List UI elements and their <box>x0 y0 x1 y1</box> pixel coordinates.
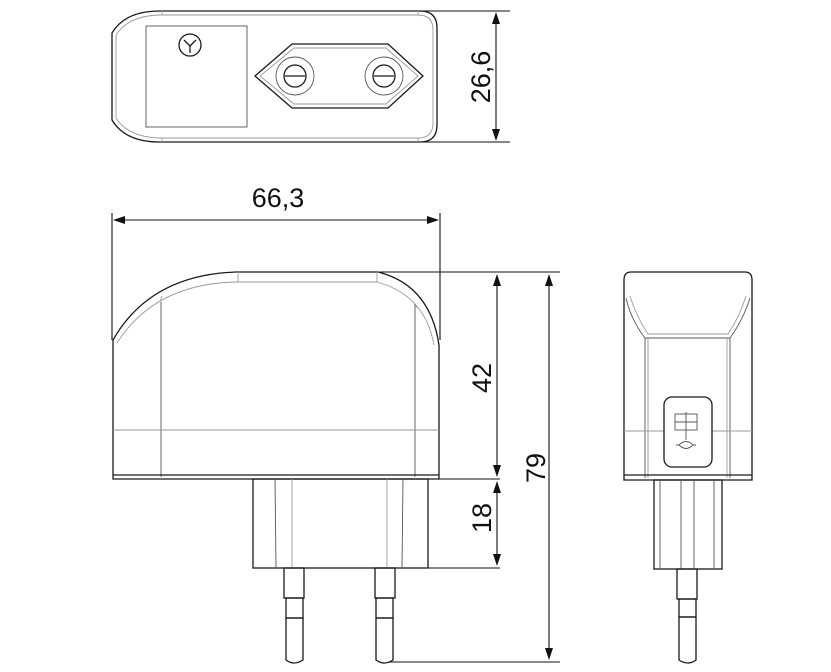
pin-hole-left <box>275 56 315 96</box>
ground-symbol-icon <box>178 33 202 57</box>
polarity-symbol-icon <box>663 396 713 468</box>
dimension-depth-label: 26,6 <box>466 51 496 104</box>
dimension-width-label: 66,3 <box>252 183 305 213</box>
top-view: 26,6 <box>111 10 510 143</box>
dimension-total-height-label: 79 <box>521 453 551 483</box>
dimension-pin-length-label: 18 <box>467 503 497 533</box>
dimension-width: 66,3 <box>111 183 441 340</box>
pin-right <box>374 567 396 664</box>
side-view <box>623 271 753 664</box>
dimension-depth: 26,6 <box>420 10 510 143</box>
pin-hole-right <box>364 56 404 96</box>
dimension-pin-length: 18 <box>428 481 501 569</box>
pin-base <box>252 478 429 569</box>
dimension-total-height: 79 <box>390 274 560 663</box>
front-view: 66,3 <box>111 183 560 664</box>
dimension-body-height-label: 42 <box>467 363 497 393</box>
label-area <box>145 25 248 128</box>
pin-side <box>676 568 698 664</box>
dimension-body-height: 42 <box>380 271 560 480</box>
pin-left <box>283 567 305 664</box>
